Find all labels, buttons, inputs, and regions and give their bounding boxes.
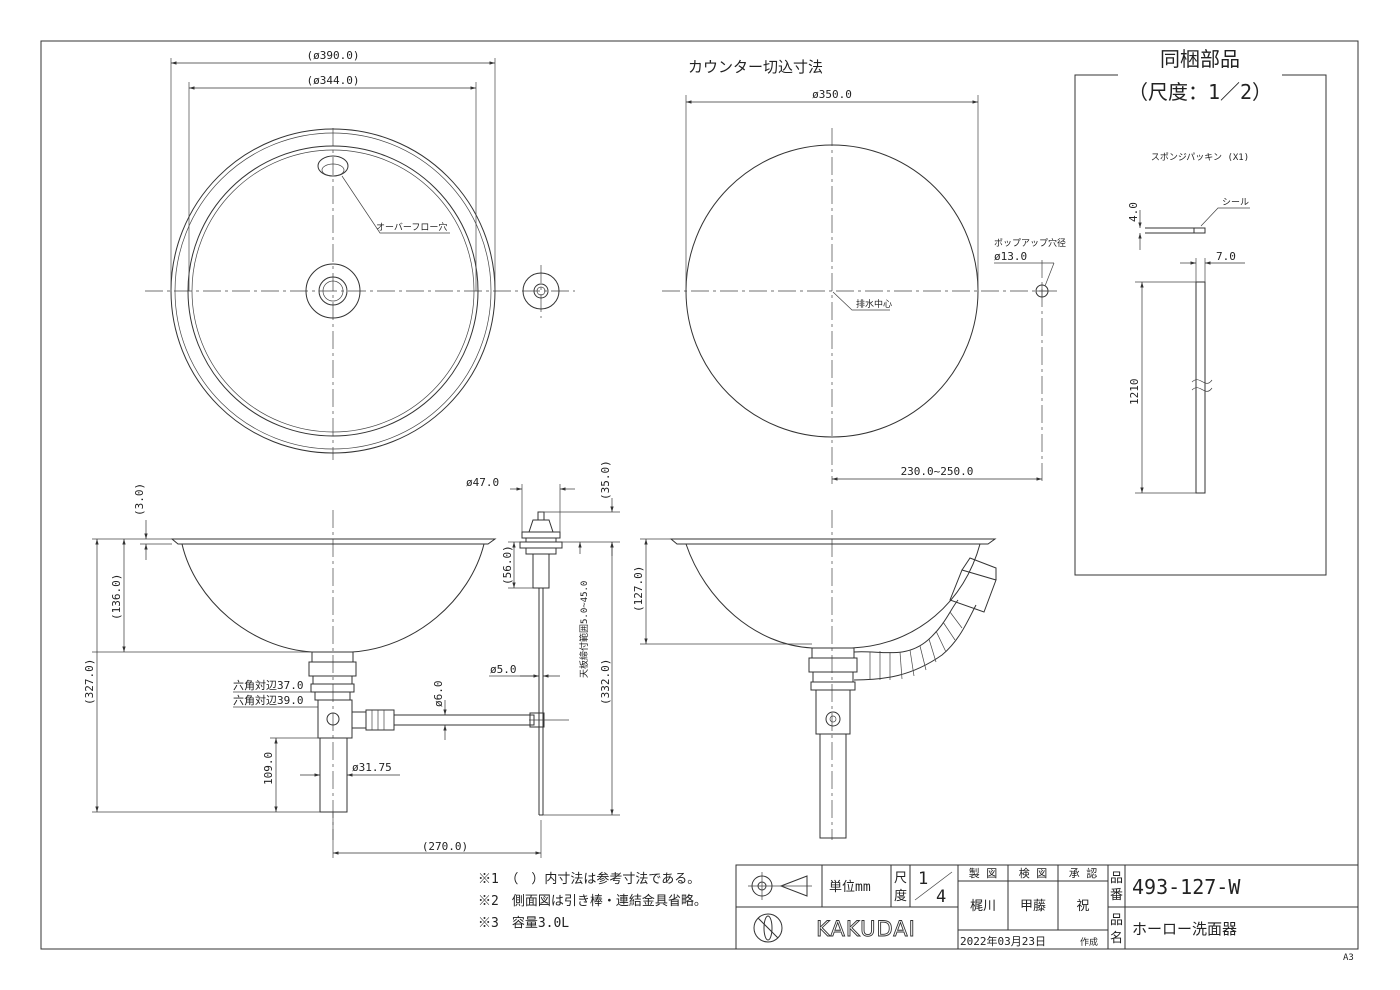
part-name: ホーロー洗面器 <box>1132 920 1237 938</box>
drawn-by: 梶川 <box>970 899 996 914</box>
dim-packing-thickness: 4.0 <box>1127 202 1140 222</box>
dim-right-depth: (127.0) <box>632 566 645 612</box>
notes: ※1 （ ）内寸法は参考寸法である。 ※2 側面図は引き棒・連結金具省略。 ※3… <box>478 871 707 931</box>
part-no-label-2: 番 <box>1110 888 1123 903</box>
approved-by: 祝 <box>1076 899 1089 914</box>
cutout-view: カウンター切込寸法 ø350.0 ポップアップ穴径 ø13.0 排水中心 230… <box>662 58 1066 484</box>
hex-37-label: 六角対辺37.0 <box>233 678 304 692</box>
brand-name: KAKUDAI <box>816 917 916 941</box>
date-suffix: 作成 <box>1080 936 1098 948</box>
checked-by: 甲藤 <box>1020 899 1046 914</box>
dim-cutout-diameter: ø350.0 <box>812 88 852 101</box>
popup-detail: ø47.0 (35.0) (56.0) 天板締付範囲5.0~45.0 ø5.0 … <box>432 460 620 816</box>
note-3: ※3 容量3.0L <box>478 915 569 931</box>
dim-rod-length: (332.0) <box>599 659 612 705</box>
name-label-2: 名 <box>1110 930 1123 946</box>
scale-label-2: 度 <box>894 888 907 904</box>
part-no-label-1: 品 <box>1110 871 1123 886</box>
popup-hole-diameter: ø13.0 <box>994 250 1027 263</box>
parts-box-scale: （尺度：1／2） <box>1128 80 1272 104</box>
note-1: ※1 （ ）内寸法は参考寸法である。 <box>478 871 700 887</box>
dim-knob-diameter: ø47.0 <box>466 476 499 489</box>
sheet-size: A3 <box>1343 953 1354 963</box>
dim-total-height: (327.0) <box>83 659 96 705</box>
scale-numerator: 1 <box>918 869 928 889</box>
drawn-label: 製 図 <box>969 866 998 880</box>
name-label-1: 品 <box>1110 913 1123 928</box>
part-number: 493-127-W <box>1132 875 1241 899</box>
approved-label: 承 認 <box>1069 866 1098 880</box>
dim-rim-thickness: (3.0) <box>133 483 146 516</box>
unit-label: 単位mm <box>829 879 871 895</box>
kakudai-logo-icon <box>753 913 783 943</box>
dim-inner-diameter: (ø344.0) <box>307 74 360 87</box>
cutout-title: カウンター切込寸法 <box>688 58 823 76</box>
checked-label: 検 図 <box>1019 866 1048 880</box>
right-side-view: (127.0) <box>632 510 997 840</box>
dim-bowl-depth: (136.0) <box>110 574 123 620</box>
dim-trap-height: 109.0 <box>262 752 275 785</box>
side-view: (3.0) (136.0) (327.0) 109.0 六角対辺37.0 六角対… <box>83 483 569 858</box>
sponge-packing-label: スポンジパッキン (X1) <box>1151 152 1249 163</box>
popup-hole-label: ポップアップ穴径 <box>994 237 1066 249</box>
date: 2022年03月23日 <box>960 934 1046 948</box>
hex-39-label: 六角対辺39.0 <box>233 693 304 707</box>
title-block: 単位mm 尺 度 1 4 製 図 検 図 承 認 梶川 甲藤 祝 2022年03… <box>735 864 1359 963</box>
parts-box: 同梱部品 （尺度：1／2） スポンジパッキン (X1) シール 4.0 7.0 … <box>1074 47 1327 576</box>
dim-drain-offset: 230.0~250.0 <box>901 465 974 478</box>
dim-rod2-diameter: ø6.0 <box>432 681 445 708</box>
dim-outer-diameter: (ø390.0) <box>307 49 360 62</box>
dim-popup-body: (56.0) <box>501 545 514 585</box>
dim-rod-diameter: ø5.0 <box>490 663 517 676</box>
dim-packing-width: 7.0 <box>1216 250 1236 263</box>
drain-center-label: 排水中心 <box>856 298 892 310</box>
drawing-frame <box>40 40 1359 950</box>
top-view: (ø390.0) (ø344.0) オーバーフロー穴 <box>145 49 575 460</box>
seal-label: シール <box>1222 198 1249 208</box>
dim-pipe-diameter: ø31.75 <box>352 761 392 774</box>
counter-clamp-range: 天板締付範囲5.0~45.0 <box>578 581 590 678</box>
dim-horizontal-length: (270.0) <box>422 840 468 853</box>
scale-label-1: 尺 <box>894 871 907 886</box>
dim-knob-height: (35.0) <box>599 460 612 500</box>
parts-box-title: 同梱部品 <box>1160 47 1240 71</box>
overflow-hole-label: オーバーフロー穴 <box>376 221 447 233</box>
scale-denominator: 4 <box>936 887 946 907</box>
projection-symbol-icon <box>748 872 812 900</box>
dim-packing-length: 1210 <box>1128 379 1141 406</box>
note-2: ※2 側面図は引き棒・連結金具省略。 <box>478 893 707 909</box>
